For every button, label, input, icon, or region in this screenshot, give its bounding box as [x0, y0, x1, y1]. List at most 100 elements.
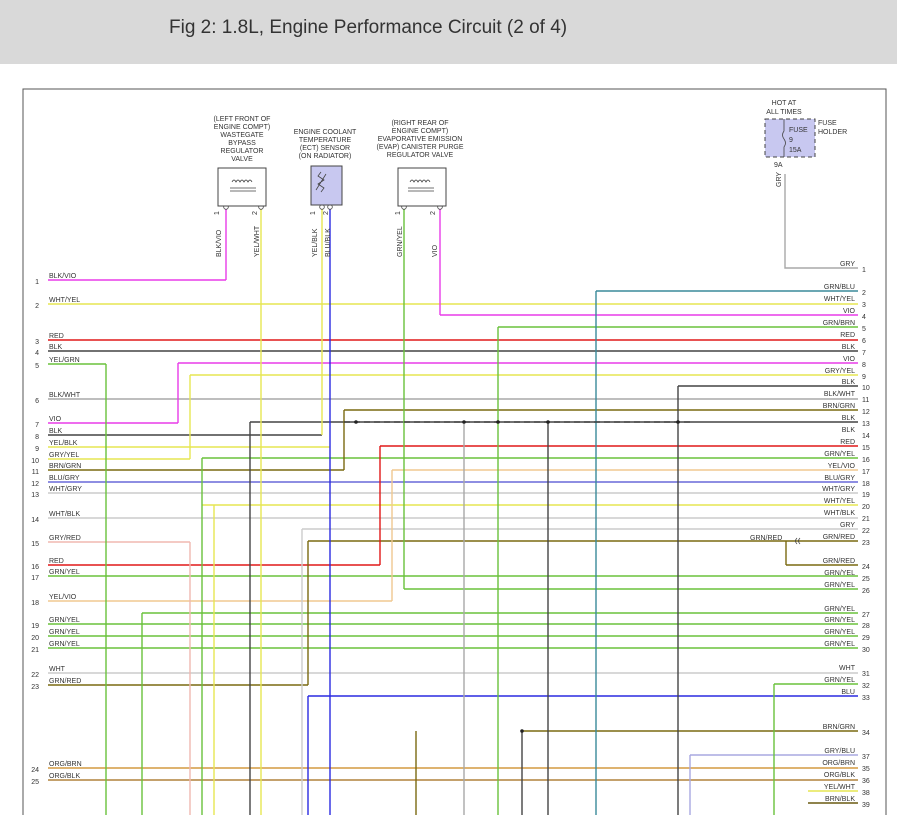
evap-label-line-3: EVAPORATIVE EMISSION [378, 136, 463, 143]
right-wire-label: BRN/BLK [825, 796, 855, 803]
fuse-element-icon [782, 119, 786, 157]
right-pin-number: 25 [862, 576, 870, 583]
splice-dot [496, 420, 500, 424]
left-pin-number: 3 [35, 339, 39, 346]
right-pin-number: 30 [862, 647, 870, 654]
wastegate-label-line-5: REGULATOR [221, 148, 264, 155]
wastegate-label-line-3: WASTEGATE [220, 132, 264, 139]
right-wire-label: BLK/WHT [824, 391, 856, 398]
right-pin-number: 39 [862, 802, 870, 809]
right-pin-number: 34 [862, 730, 870, 737]
fuse-holder: HOT AT ALL TIMES FUSE HOLDER FUSE 9 15A … [764, 100, 847, 187]
left-wire-label: ORG/BRN [49, 761, 82, 768]
left-wire-label: YEL/VIO [49, 594, 77, 601]
left-pin-number: 6 [35, 398, 39, 405]
right-pin-number: 4 [862, 314, 866, 321]
wastegate-label-line-6: VALVE [231, 156, 253, 163]
right-wire-label: GRN/YEL [824, 629, 855, 636]
right-pin-number: 1 [862, 267, 866, 274]
left-pin-number: 12 [31, 481, 39, 488]
right-wire-label: GRN/YEL [824, 451, 855, 458]
right-wire-label: WHT/YEL [824, 296, 855, 303]
left-pin-number: 22 [31, 672, 39, 679]
ect-sensor: ENGINE COOLANT TEMPERATURE (ECT) SENSOR … [294, 129, 357, 206]
evap-label-line-1: (RIGHT REAR OF [391, 120, 448, 127]
right-pin-number: 3 [862, 302, 866, 309]
right-pin-number: 9 [862, 374, 866, 381]
right-pin-number: 27 [862, 612, 870, 619]
right-pin-number: 32 [862, 683, 870, 690]
right-wire-label: YEL/VIO [828, 463, 856, 470]
left-pin-number: 14 [31, 517, 39, 524]
component-pin-number: 1 [310, 211, 317, 215]
right-wire-label: GRY [840, 522, 855, 529]
left-pin-number: 18 [31, 600, 39, 607]
right-pin-number: 5 [862, 326, 866, 333]
right-pin-number: 14 [862, 433, 870, 440]
right-wire-label: BLU [841, 689, 855, 696]
right-pin-number: 16 [862, 457, 870, 464]
right-wire-label: RED [840, 439, 855, 446]
left-pin-number: 15 [31, 541, 39, 548]
right-pin-number: 12 [862, 409, 870, 416]
component-pin-number: 2 [430, 211, 437, 215]
vertical-wire-label: YEL/BLK [312, 228, 319, 257]
fuse-inner-label: FUSE [789, 127, 808, 134]
left-wire-label: GRN/YEL [49, 617, 80, 624]
right-wire-label: WHT [839, 665, 856, 672]
right-pin-number: 10 [862, 385, 870, 392]
ect-sensor-box [310, 165, 343, 206]
left-pin-number: 24 [31, 767, 39, 774]
fuse-feed-wire [784, 174, 858, 269]
right-pin-number: 8 [862, 362, 866, 369]
figure-header: Fig 2: 1.8L, Engine Performance Circuit … [0, 0, 897, 64]
solenoid-coil-icon [408, 179, 434, 192]
right-wire-label: BLK [842, 344, 856, 351]
left-pin-number: 23 [31, 684, 39, 691]
fuse-pin-label: 9A [774, 162, 783, 169]
right-wire-label: GRN/YEL [824, 570, 855, 577]
splice-dot [520, 729, 524, 733]
right-pin-number: 18 [862, 481, 870, 488]
right-wire-label: BRN/GRN [823, 724, 855, 731]
vertical-wire-label: BLU/BLK [325, 228, 332, 257]
left-pin-number: 17 [31, 575, 39, 582]
right-pin-number: 24 [862, 564, 870, 571]
right-wire-label: GRN/RED [823, 534, 855, 541]
right-wire-label: GRY/YEL [825, 368, 855, 375]
left-wire-label: BRN/GRN [49, 463, 81, 470]
right-wire-label: ORG/BRN [822, 760, 855, 767]
left-connector-labels: 1BLK/VIO2WHT/YEL3RED4BLK5YEL/GRN6BLK/WHT… [31, 273, 82, 786]
right-pin-number: 21 [862, 516, 870, 523]
wastegate-label-line-1: (LEFT FRONT OF [214, 116, 271, 123]
wastegate-label-line-2: ENGINE COMPT) [214, 124, 270, 131]
right-wire-label: GRY/BLU [824, 748, 855, 755]
fuse-number: 9 [789, 137, 793, 144]
fuse-box [764, 118, 816, 158]
left-wire-label: BLU/GRY [49, 475, 80, 482]
fuse-hot-line-1: HOT AT [772, 100, 797, 107]
vertical-wire-label: BLK/VIO [216, 229, 223, 257]
right-pin-number: 26 [862, 588, 870, 595]
ect-label-line-3: (ECT) SENSOR [300, 145, 350, 152]
left-pin-number: 16 [31, 564, 39, 571]
right-pin-number: 29 [862, 635, 870, 642]
right-pin-number: 33 [862, 695, 870, 702]
right-wire-label: BLU/GRY [824, 475, 855, 482]
splice-dot [354, 420, 358, 424]
ect-label-line-2: TEMPERATURE [299, 137, 352, 144]
diagram-border [22, 88, 887, 815]
right-pin-number: 6 [862, 338, 866, 345]
right-pin-number: 38 [862, 790, 870, 797]
left-wire-label: WHT/BLK [49, 511, 80, 518]
right-wire-label: YEL/WHT [824, 784, 856, 791]
left-wire-label: ORG/BLK [49, 773, 80, 780]
evap-canister-purge-valve: (RIGHT REAR OF ENGINE COMPT) EVAPORATIVE… [377, 120, 464, 207]
right-pin-number: 19 [862, 492, 870, 499]
splice-dot [462, 420, 466, 424]
right-pin-number: 23 [862, 540, 870, 547]
right-wire-label: WHT/GRY [822, 486, 855, 493]
left-wire-label: GRN/YEL [49, 569, 80, 576]
right-wire-label: RED [840, 332, 855, 339]
right-wire-label: ORG/BLK [824, 772, 855, 779]
